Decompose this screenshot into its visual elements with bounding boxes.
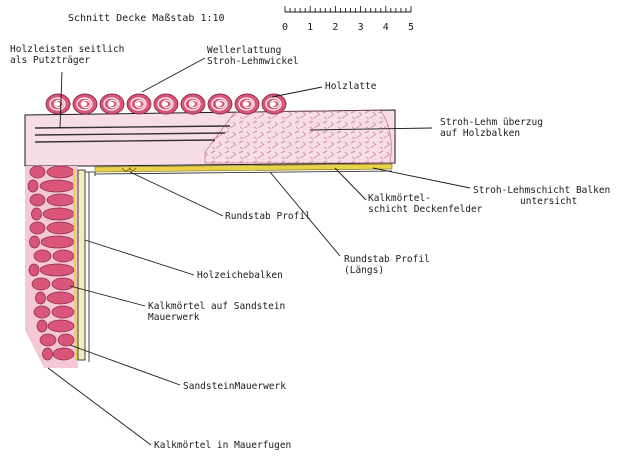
sandstone-wall [25,165,96,368]
scale-tick-label: 2 [332,22,339,33]
oak-beam [77,169,86,361]
straw-clay-roll [126,93,152,115]
straw-clay-roll [234,93,260,115]
scale-tick-label: 5 [407,22,415,33]
sandstone-block [33,305,51,319]
label-wellerlattung-line1: Wellerlattung [207,45,282,56]
sandstone-block [47,319,75,333]
label-kalkmoertel-line2: schicht Deckenfelder [368,204,483,215]
sandstone-block [46,221,75,235]
sandstone-block [35,291,46,305]
sandstone-block [27,179,39,193]
label-kalk-sandstein-line2: Mauerwerk [148,312,200,323]
sandstone-block [39,179,75,193]
sandstone-block [36,319,48,333]
wellerlattung-rolls [45,93,287,115]
label-holzlatte: Holzlatte [325,81,377,92]
label-rundstab-laengs-line1: Rundstab Profil [344,254,430,265]
straw-clay-cover [204,109,392,164]
sandstone-block [46,165,75,179]
scale-tick-label: 0 [281,22,289,33]
sandstone-block [46,291,75,305]
sandstone-block [51,277,75,291]
label-holzeichebalken: Holzeichebalken [197,270,283,281]
straw-clay-roll [180,93,206,115]
scale-tick-label: 1 [307,22,314,33]
sandstone-block [52,249,75,263]
scale-bar [284,6,412,13]
scale-tick-label: 4 [382,22,389,33]
mortar-strip [94,163,393,173]
straw-clay-roll [45,93,71,115]
sandstone-block [28,263,40,277]
label-balken-line1: Stroh-Lehmschicht Balken [473,185,611,196]
sandstone-block [29,165,46,179]
straw-clay-roll [72,93,98,115]
straw-clay-roll [207,93,233,115]
sandstone-block [42,347,53,361]
label-kalkmoertel-line1: Kalkmörtel- [368,193,431,204]
label-mauerfugen: Kalkmörtel in Mauerfugen [154,440,292,451]
scale-tick-label: 3 [357,22,364,33]
label-balken-line2: untersicht [520,196,578,207]
sandstone-block [40,235,75,249]
sandstone-block [52,347,75,361]
sandstone-block [57,333,75,347]
label-stroh-lehm-line2: auf Holzbalken [440,128,521,139]
label-stroh-lehm-line1: Stroh-Lehm überzug [440,117,543,128]
sandstone-block [29,193,46,207]
sandstone-block [31,277,51,291]
straw-clay-roll [261,93,287,115]
label-sandstein: SandsteinMauerwerk [183,381,286,392]
sandstone-block [29,221,46,235]
label-rundstab-laengs-line2: (Längs) [344,265,385,276]
sandstone-block [39,263,75,277]
label-holzleisten-line1: Holzleisten seitlich [10,44,125,55]
diagram-title: Schnitt Decke Maßstab 1:10 [68,13,225,24]
sandstone-block [39,333,57,347]
label-kalk-sandstein-line1: Kalkmörtel auf Sandstein [148,301,286,312]
sandstone-block [46,193,75,207]
straw-clay-roll [153,93,179,115]
sandstone-block [29,235,40,249]
label-rundstab: Rundstab Profil [225,211,311,222]
sandstone-block [31,207,42,221]
sandstone-block [42,207,75,221]
sandstone-block [33,249,52,263]
label-holzleisten-line2: als Putzträger [10,55,91,66]
sandstone-block [51,305,75,319]
ceiling-slab [24,109,396,175]
straw-clay-roll [99,93,125,115]
label-wellerlattung-line2: Stroh-Lehmwickel [207,56,299,67]
leader-lines [47,57,471,446]
rundstab-profile [121,166,137,172]
